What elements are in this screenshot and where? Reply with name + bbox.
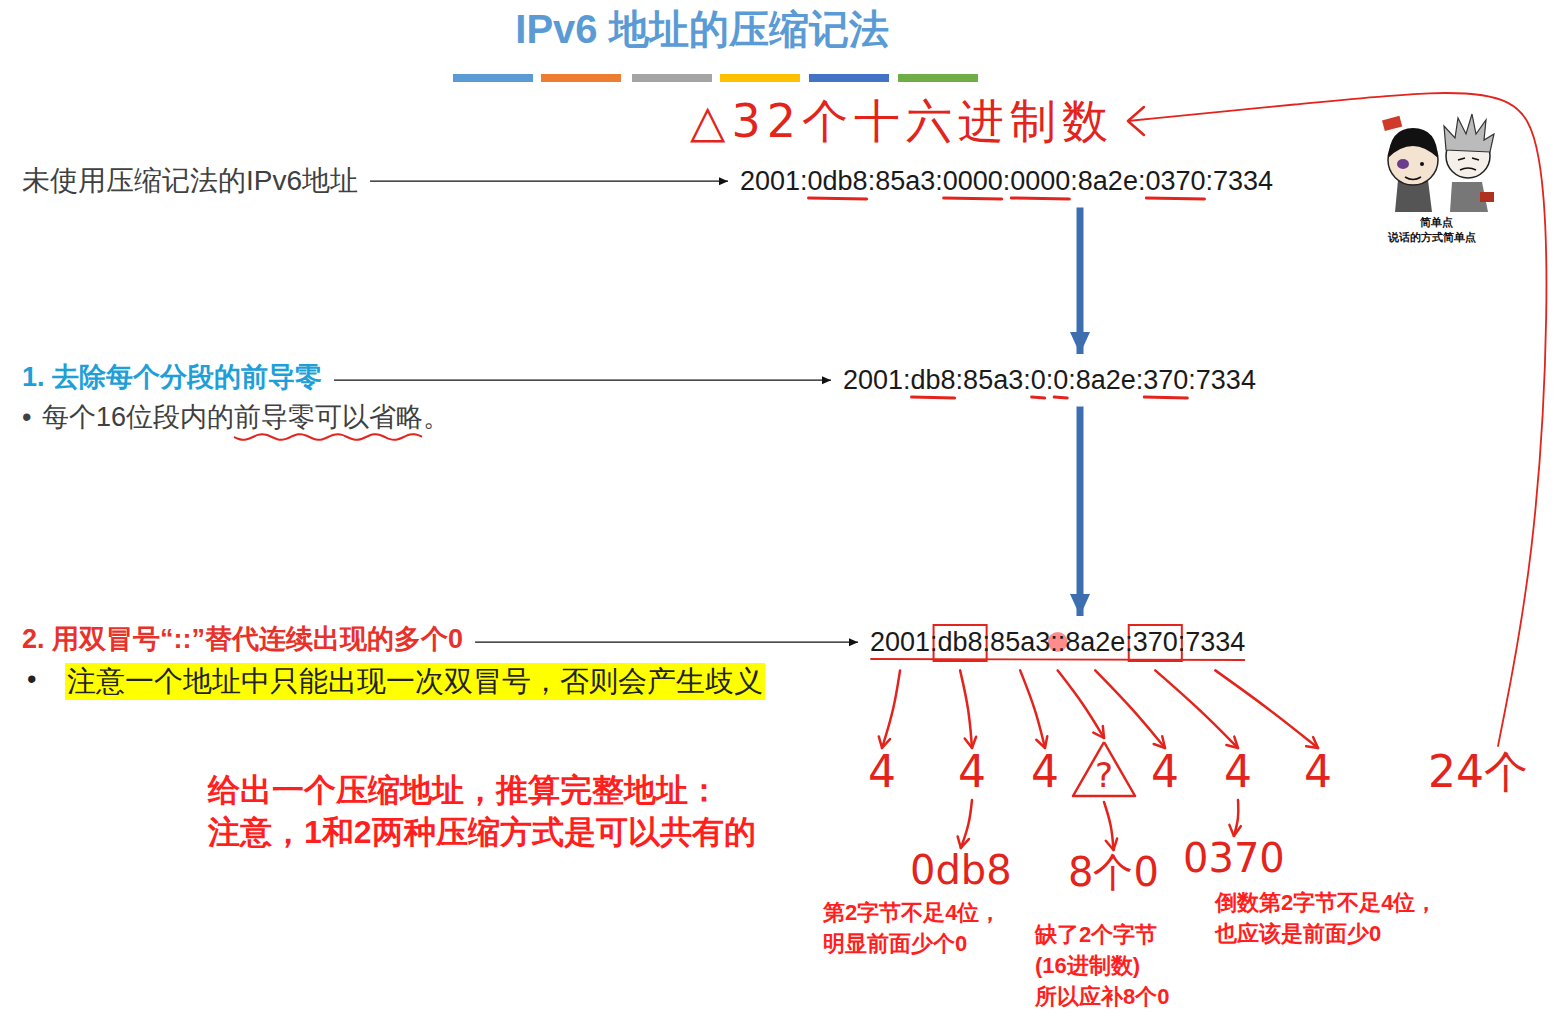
meme-eye bbox=[1420, 162, 1424, 166]
color-bar bbox=[720, 74, 800, 82]
meme-eye bbox=[1397, 159, 1409, 169]
segment-underline bbox=[871, 659, 1244, 660]
bullet: • bbox=[27, 664, 36, 695]
pointer-arrow bbox=[334, 380, 831, 381]
segment-underline bbox=[1144, 397, 1187, 398]
count-arrow-head bbox=[1093, 726, 1104, 738]
segment-length: 4 bbox=[1224, 750, 1252, 794]
segment-length: 4 bbox=[1151, 750, 1179, 794]
meme-caption: 简单点 bbox=[1420, 216, 1453, 229]
flow-arrow bbox=[1077, 207, 1084, 354]
meme-book bbox=[1382, 116, 1402, 131]
annotation-layer bbox=[234, 93, 1546, 850]
explanation-note: 缺了2个字节 (16进制数) 所以应补8个0 bbox=[1035, 920, 1193, 1012]
segment-length: 4 bbox=[1304, 750, 1332, 794]
handwritten-count: 24个 bbox=[1428, 750, 1528, 794]
segment-underline bbox=[1011, 198, 1069, 199]
ipv6-address: 2001:db8:85a3:0:0:8a2e:370:7334 bbox=[843, 364, 1256, 396]
flow-arrow bbox=[1077, 406, 1084, 616]
color-bar bbox=[898, 74, 978, 82]
count-arrow bbox=[1095, 670, 1165, 748]
unknown-mark: ? bbox=[1095, 758, 1113, 792]
exercise-note: 给出一个压缩地址，推算完整地址： bbox=[208, 772, 720, 809]
wavy-underline bbox=[234, 434, 422, 440]
meme-mouth bbox=[1405, 177, 1421, 180]
restored-segment: 0370 bbox=[1183, 838, 1285, 878]
meme-eyes bbox=[1458, 158, 1479, 160]
step-heading: 1. 去除每个分段的前导零 bbox=[22, 362, 322, 393]
segment-underline bbox=[809, 198, 867, 199]
segment-underline bbox=[1054, 397, 1067, 398]
color-bar bbox=[541, 74, 621, 82]
count-arrow-head bbox=[1226, 737, 1238, 748]
meme-mouth bbox=[1460, 168, 1476, 170]
exercise-note: 注意，1和2两种压缩方式是可以共有的 bbox=[208, 814, 756, 851]
restore-arrow-head bbox=[1106, 839, 1117, 850]
ipv6-address: 2001:0db8:85a3:0000:0000:8a2e:0370:7334 bbox=[740, 165, 1273, 197]
count-arrow bbox=[960, 670, 972, 748]
step-heading: 2. 用双冒号“::”替代连续出现的多个0 bbox=[22, 624, 463, 655]
restored-segment: 0db8 bbox=[910, 850, 1012, 890]
color-bar bbox=[632, 74, 712, 82]
count-arrow-head bbox=[1154, 736, 1165, 748]
count-arrow bbox=[1058, 670, 1104, 738]
meme-hair bbox=[1388, 128, 1438, 158]
meme-hair bbox=[1444, 114, 1494, 152]
restored-segment: 8个0 bbox=[1068, 852, 1159, 892]
slide-title: IPv6 地址的压缩记法 bbox=[515, 2, 888, 57]
segment-length: 4 bbox=[958, 750, 986, 794]
color-bar bbox=[809, 74, 889, 82]
count-arrow-head bbox=[1306, 737, 1318, 748]
bullet: • bbox=[22, 402, 31, 433]
warning-triangle bbox=[1073, 742, 1135, 796]
segment-length: 4 bbox=[868, 750, 896, 794]
count-arrow-head bbox=[1036, 736, 1047, 748]
segment-underline bbox=[944, 198, 1002, 199]
meme-caption: 说话的方式简单点 bbox=[1388, 231, 1476, 244]
explanation-note: 第2字节不足4位， 明显前面少个0 bbox=[823, 898, 1023, 960]
segment-underline bbox=[912, 397, 955, 398]
handwritten-note: △32个十六进制数 bbox=[690, 98, 1114, 144]
color-bar bbox=[453, 74, 533, 82]
restore-arrow-head bbox=[958, 836, 969, 848]
explanation-note: 倒数第2字节不足4位， 也应该是前面少0 bbox=[1215, 888, 1465, 950]
segment-underline bbox=[1146, 198, 1204, 199]
highlighted-note: 注意一个地址中只能出现一次双冒号，否则会产生歧义 bbox=[65, 663, 765, 700]
edge-layer bbox=[1080, 207, 1081, 616]
count-arrow bbox=[1155, 670, 1238, 748]
row-description: 未使用压缩记法的IPv6地址 bbox=[22, 165, 358, 197]
meme-illustration bbox=[1382, 114, 1494, 212]
count-arrow-head bbox=[965, 737, 976, 748]
count-arrow bbox=[1215, 670, 1318, 748]
restore-arrow-head bbox=[1229, 825, 1240, 836]
segment-length: 4 bbox=[1031, 750, 1059, 794]
reference-curve-head bbox=[1128, 107, 1144, 135]
step-note: 每个16位段内的前导零可以省略。 bbox=[42, 402, 450, 433]
pointer-arrow bbox=[370, 181, 728, 182]
count-arrow bbox=[882, 670, 900, 748]
address-box: 2001:db8:85a3::8a2e:370:7334 bbox=[866, 624, 1249, 660]
count-arrow bbox=[1020, 670, 1045, 748]
segment-underline bbox=[1032, 397, 1045, 398]
title-color-bars bbox=[453, 74, 978, 82]
address-box: 2001:0db8:85a3:0000:0000:8a2e:0370:7334 bbox=[736, 163, 1277, 199]
pointer-arrow bbox=[475, 642, 858, 643]
meme-brick bbox=[1480, 192, 1494, 202]
count-arrow-head bbox=[879, 736, 890, 748]
ipv6-address: 2001:db8:85a3::8a2e:370:7334 bbox=[870, 626, 1245, 658]
address-box: 2001:db8:85a3:0:0:8a2e:370:7334 bbox=[839, 362, 1260, 398]
